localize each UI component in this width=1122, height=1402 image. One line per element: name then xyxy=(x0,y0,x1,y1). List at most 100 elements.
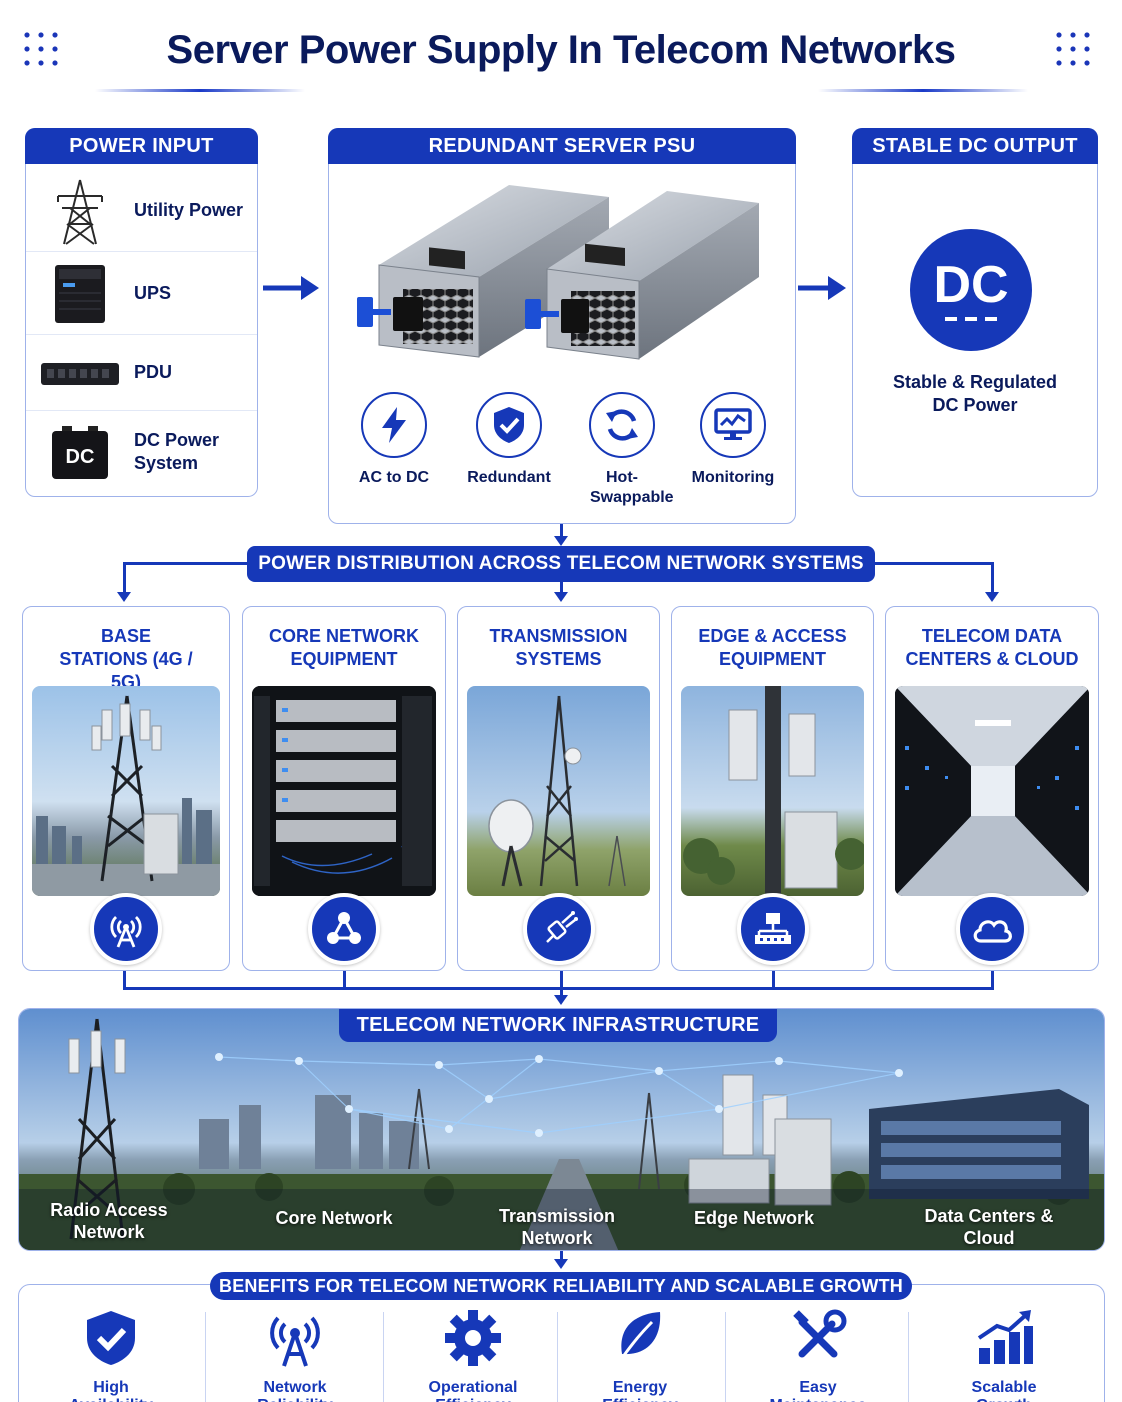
power-tower-icon xyxy=(26,176,134,246)
title-underline-left xyxy=(95,89,305,92)
edge-hub-icon xyxy=(736,893,809,965)
feature-label-monitoring: Monitoring xyxy=(691,469,775,486)
feature-label-ac-to-dc: AC to DC xyxy=(358,469,430,486)
input-label-dc-power: DC Power System xyxy=(134,430,220,473)
growth-chart-icon xyxy=(977,1310,1033,1364)
dc-badge-text: DC xyxy=(933,256,1009,314)
power-input-card: POWER INPUT Utility Power xyxy=(25,128,258,497)
ups-icon xyxy=(26,261,134,327)
dc-output-card: STABLE DC OUTPUT DC Stable & Regulated D… xyxy=(852,128,1098,497)
input-row-utility: Utility Power xyxy=(26,170,257,252)
feature-ac-to-dc: AC to DC xyxy=(339,392,449,488)
benefits-banner: BENEFITS FOR TELECOM NETWORK RELIABILITY… xyxy=(210,1272,912,1300)
connector-up-1 xyxy=(123,971,126,989)
infra-label-data-centers: Data Centers & Cloud xyxy=(924,1206,1054,1248)
power-input-heading: POWER INPUT xyxy=(25,128,258,164)
benefit-label-scalable-growth: Scalable Growth xyxy=(971,1379,1037,1402)
dc-badge: DC xyxy=(910,229,1032,351)
pdu-icon xyxy=(26,355,134,391)
input-row-ups: UPS xyxy=(26,253,257,335)
feature-hot-swappable: Hot-Swappable xyxy=(567,392,677,508)
decor-dots-left xyxy=(20,28,62,70)
infra-label-core: Core Network xyxy=(275,1208,393,1228)
benefit-divider-5 xyxy=(908,1312,909,1402)
dc-output-caption: Stable & Regulated DC Power xyxy=(892,372,1058,415)
benefit-divider-1 xyxy=(205,1312,206,1402)
arrow-drop-3 xyxy=(554,592,568,602)
system-title-core-network: CORE NETWORK EQUIPMENT xyxy=(269,626,419,669)
connector-dist-right xyxy=(875,562,994,565)
system-title-transmission: TRANSMISSION SYSTEMS xyxy=(489,626,628,669)
dc-battery-icon: DC xyxy=(26,422,134,482)
transmission-image xyxy=(467,686,650,896)
connector-up-5 xyxy=(991,971,994,989)
input-label-utility: Utility Power xyxy=(134,200,244,220)
arrow-drop-1 xyxy=(117,592,131,602)
infra-label-radio-access: Radio Access Network xyxy=(50,1200,168,1242)
connector-infra-down xyxy=(560,1251,563,1261)
feature-label-redundant: Redundant xyxy=(467,469,551,486)
monitor-icon xyxy=(700,392,766,458)
tools-icon xyxy=(793,1309,847,1358)
system-title-data-centers: TELECOM DATA CENTERS & CLOUD xyxy=(905,626,1079,669)
system-card-core-network: CORE NETWORK EQUIPMENT xyxy=(242,606,446,971)
core-network-image xyxy=(252,686,436,896)
benefit-label-network-reliability: Network Reliability xyxy=(257,1379,333,1402)
system-card-edge-access: EDGE & ACCESS EQUIPMENT xyxy=(671,606,874,971)
benefit-label-easy-maintenance: Easy Maintenance xyxy=(770,1379,867,1402)
connector-merge xyxy=(123,987,994,990)
benefit-scalable-growth: Scalable Growth xyxy=(929,1308,1079,1402)
cloud-icon xyxy=(956,893,1028,965)
input-row-pdu: PDU xyxy=(26,335,257,411)
input-row-dc-power: DC DC Power System xyxy=(26,411,257,493)
system-title-base-stations: BASE STATIONS (4G / 5G) xyxy=(59,626,193,692)
refresh-icon xyxy=(589,392,655,458)
infra-label-transmission: Transmission Network xyxy=(498,1206,616,1248)
arrow-psu-down xyxy=(554,536,568,546)
benefit-easy-maintenance: Easy Maintenance xyxy=(743,1308,893,1402)
dc-battery-text: DC xyxy=(66,446,95,468)
infra-label-edge: Edge Network xyxy=(693,1208,815,1228)
data-center-image xyxy=(895,686,1089,896)
psu-heading: REDUNDANT SERVER PSU xyxy=(328,128,796,164)
fiber-icon xyxy=(522,893,595,965)
benefit-energy-efficiency: Energy Efficiency xyxy=(565,1308,715,1402)
psu-units-illustration xyxy=(357,185,759,360)
connector-drop-3 xyxy=(560,582,563,592)
connector-dist-left xyxy=(123,562,247,565)
benefit-label-energy-efficiency: Energy Efficiency xyxy=(602,1379,678,1402)
antenna-icon xyxy=(90,893,162,965)
benefit-network-reliability: Network Reliability xyxy=(220,1308,370,1402)
page-title: Server Power Supply In Telecom Networks xyxy=(166,28,956,72)
feature-redundant: Redundant xyxy=(454,392,564,488)
connector-up-4 xyxy=(772,971,775,989)
infrastructure-banner: TELECOM NETWORK INFRASTRUCTURE xyxy=(339,1009,777,1042)
input-label-ups: UPS xyxy=(134,283,172,303)
system-card-transmission: TRANSMISSION SYSTEMS xyxy=(457,606,660,971)
infrastructure-scene xyxy=(19,1009,1104,1250)
title-underline-right xyxy=(818,89,1028,92)
decor-dots-right xyxy=(1052,28,1094,70)
antenna-icon xyxy=(270,1316,320,1367)
base-station-image xyxy=(32,686,220,896)
feature-monitoring: Monitoring xyxy=(678,392,788,488)
connector-merge-down xyxy=(560,971,563,996)
shield-check-icon xyxy=(87,1311,135,1365)
benefit-operational-efficiency: Operational Efficiency xyxy=(398,1308,548,1402)
connector-drop-1 xyxy=(123,562,126,592)
benefit-divider-2 xyxy=(383,1312,384,1402)
connector-up-2 xyxy=(343,971,346,989)
distribution-banner: POWER DISTRIBUTION ACROSS TELECOM NETWOR… xyxy=(247,546,875,582)
psu-card: REDUNDANT SERVER PSU xyxy=(328,128,796,524)
lightning-icon xyxy=(361,392,427,458)
system-card-base-stations: BASE STATIONS (4G / 5G) xyxy=(22,606,230,971)
arrow-input-to-psu xyxy=(263,276,319,300)
arrow-drop-5 xyxy=(985,592,999,602)
benefit-label-operational-efficiency: Operational Efficiency xyxy=(428,1379,518,1402)
infrastructure-panel: TELECOM NETWORK INFRASTRUCTURE Radio Acc… xyxy=(18,1008,1105,1251)
benefit-high-availability: High Availability xyxy=(36,1308,186,1402)
dc-symbol-icon xyxy=(945,317,997,321)
gear-icon xyxy=(445,1310,501,1366)
benefit-divider-3 xyxy=(557,1312,558,1402)
benefit-label-high-availability: High Availability xyxy=(69,1379,153,1402)
